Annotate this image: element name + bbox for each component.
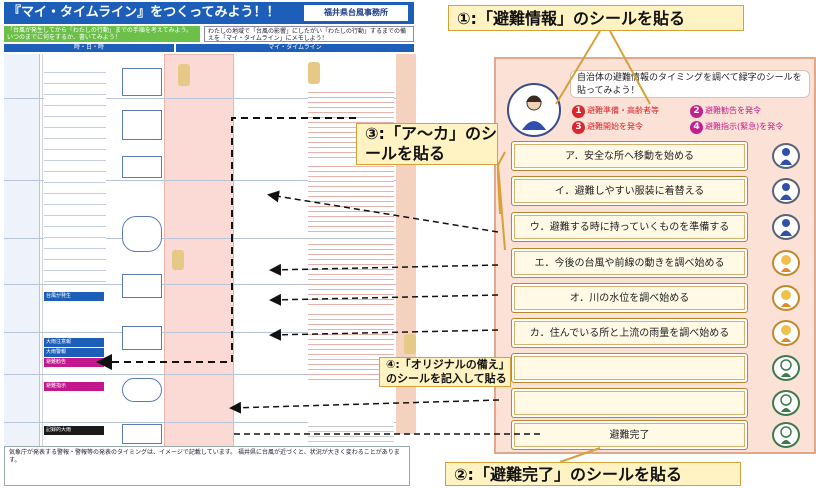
sticker-number: 1 [572, 105, 585, 118]
flag-evac-order: 避難指示 [44, 382, 104, 391]
reporter-icon [504, 82, 568, 138]
weather-notes [44, 62, 106, 282]
child-icon [772, 320, 800, 346]
flag-typhoon: 台風が発生 [44, 292, 104, 301]
sticker-number: 3 [572, 121, 585, 134]
photo-box [122, 156, 162, 178]
child-icon [772, 285, 800, 311]
action-blank [511, 388, 748, 418]
text-block [308, 422, 394, 442]
callout-evac-info: ①:「避難情報」のシールを貼る [448, 5, 744, 31]
row-divider [4, 284, 396, 285]
row-divider [4, 180, 396, 181]
callout-a-ka-stickers: ③:「ア～カ」のシールを貼る [356, 123, 498, 165]
action-i: イ．避難しやすい服装に着替える [511, 176, 748, 206]
sticker-label: 避難勧告を発令 [705, 106, 761, 115]
sticker-number: 4 [690, 121, 703, 134]
action-u: ウ．避難する時に持っていくものを準備する [511, 212, 748, 242]
action-a: ア．安全な所へ移動を始める [511, 141, 748, 171]
flag-rain-advisory: 大雨注意報 [44, 338, 104, 347]
note-box [122, 110, 162, 140]
note-box [122, 326, 162, 350]
child-figure-icon [172, 250, 184, 270]
instruction-right: わたしの地域で「台風の影響」にしたがい「わたしの行動」するまでの備えを「マイ・タ… [204, 26, 414, 42]
action-evac-complete: 避難完了 [511, 420, 748, 450]
row-divider [4, 374, 396, 375]
elder-icon [772, 422, 800, 448]
elder-icon [772, 390, 800, 416]
note-box [122, 424, 162, 444]
row-divider [4, 422, 396, 423]
header-time: 時・日・時 [4, 44, 174, 52]
note-box [122, 274, 162, 298]
action-o: オ．川の水位を調べ始める [511, 283, 748, 313]
boy-figure-icon [308, 62, 320, 84]
row-divider [4, 98, 396, 99]
person-icon [772, 143, 800, 169]
sticker-number: 2 [690, 105, 703, 118]
text-block [308, 240, 394, 306]
time-axis [4, 54, 40, 484]
person-icon [772, 178, 800, 204]
instruction-left: 「台風が発生してから「わたしの行動」までの手順を考えてみよう。いつのまでに何をす… [4, 26, 200, 42]
sticker-label: 避難準備・高齢者等 [587, 106, 659, 115]
action-ka: カ．住んでいる所と上流の雨量を調べ始める [511, 318, 748, 348]
office-name: 福井県台風事務所 [304, 5, 408, 21]
girl-figure-icon [178, 64, 190, 86]
row-divider [4, 332, 396, 333]
weather-column [42, 54, 106, 484]
callout-original-prep: ④:「オリジナルの備え」のシールを記入して貼る [379, 357, 511, 387]
action-blank [511, 353, 748, 383]
note-box [122, 68, 162, 96]
timeline-worksheet: 『マイ・タイムライン』をつくってみよう！！ 福井県台風事務所 「台風が発生してか… [4, 2, 416, 486]
flag-record-rain: 記録的大雨 [44, 426, 104, 435]
callout-evac-complete: ②:「避難完了」のシールを貼る [445, 462, 741, 486]
row-divider [4, 238, 396, 239]
child-figure-icon [404, 334, 416, 354]
instruction-bubble: 自治体の避難情報のタイミングを調べて緑字のシールを貼ってみよう！ [570, 70, 810, 98]
person-icon [772, 214, 800, 240]
action-e: エ．今後の台風や前線の動きを調べ始める [511, 248, 748, 278]
text-block [308, 162, 394, 232]
speech-bubble [122, 216, 162, 252]
elder-icon [772, 355, 800, 381]
footer-note: 気象庁が発表する警報・警報等の発表のタイミングは、イメージで記載しています。 福… [4, 446, 410, 486]
child-icon [772, 250, 800, 276]
flag-rain-warning: 大雨警報 [44, 348, 104, 357]
header-timeline: マイ・タイムライン [176, 44, 414, 52]
sticker-label: 避難開始を発令 [587, 122, 643, 131]
sticker-label: 避難指示(緊急)を発令 [705, 122, 784, 131]
speech-bubble [122, 378, 162, 402]
flag-evac-advisory: 避難勧告 [44, 358, 104, 367]
